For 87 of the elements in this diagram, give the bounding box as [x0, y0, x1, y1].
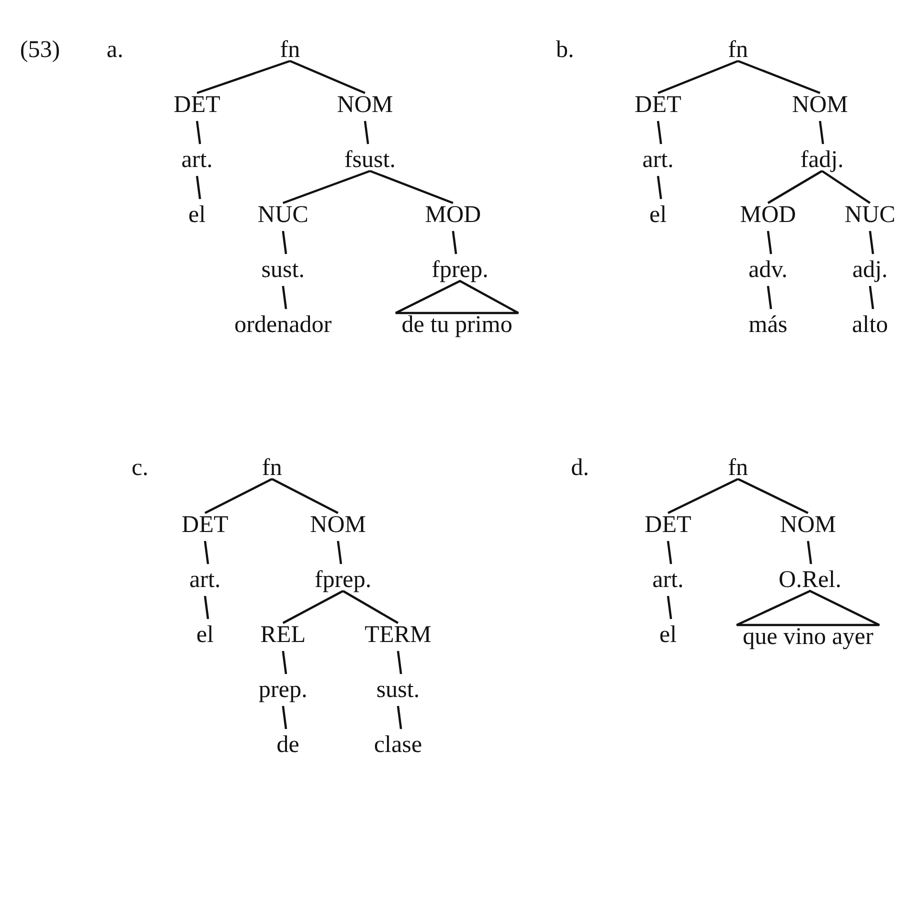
- tree-node-label: fsust.: [344, 147, 396, 173]
- tree-branch: [282, 650, 288, 674]
- tree-node-label: DET: [644, 512, 692, 538]
- tree-node-label: DET: [174, 92, 220, 118]
- tree-node-label: el: [196, 622, 214, 648]
- constituent-triangle: [394, 280, 520, 314]
- tree-branch: [336, 540, 342, 564]
- tree-branch: [868, 286, 874, 310]
- tree-branch: [282, 706, 288, 730]
- tree-branch: [658, 60, 738, 94]
- tree-node-label: fn: [262, 455, 282, 481]
- tree-branch: [282, 230, 288, 254]
- tree-branch: [272, 478, 338, 514]
- tree-branch: [452, 230, 458, 254]
- tree-node-label: adj.: [852, 257, 888, 283]
- panel-letter: d.: [571, 455, 589, 481]
- tree-node-label: art.: [189, 567, 221, 593]
- tree-node-label: art.: [652, 567, 684, 593]
- tree-branch: [282, 286, 288, 310]
- tree-node-label: alto: [852, 312, 888, 338]
- tree-branch: [204, 540, 210, 564]
- tree-node-label: DET: [182, 512, 228, 538]
- tree-branch: [196, 120, 202, 144]
- tree-node-label: NOM: [792, 92, 848, 118]
- tree-node-label: NOM: [337, 92, 393, 118]
- tree-node-label: fprep.: [432, 257, 488, 283]
- tree-node-label: art.: [642, 147, 674, 173]
- tree-node-label: el: [188, 202, 206, 228]
- tree-node-label: de tu primo: [402, 312, 512, 338]
- tree-branch: [396, 706, 402, 730]
- tree-node-label: NUC: [258, 202, 308, 228]
- tree-node-label: REL: [260, 622, 306, 648]
- tree-branch: [282, 590, 344, 624]
- tree-node-label: MOD: [740, 202, 796, 228]
- tree-node-label: fn: [728, 37, 748, 63]
- tree-node-label: clase: [374, 732, 422, 758]
- tree-branch: [396, 650, 402, 674]
- tree-node-label: O.Rel.: [778, 567, 842, 593]
- tree-branch: [196, 60, 290, 94]
- tree-branch: [282, 170, 370, 204]
- tree-node-label: de: [276, 732, 300, 758]
- tree-node-label: el: [659, 622, 677, 648]
- tree-node-label: que vino ayer: [742, 624, 874, 650]
- tree-branch: [666, 596, 672, 620]
- tree-branch: [738, 60, 820, 94]
- tree-branch: [666, 540, 672, 564]
- tree-node-label: sust.: [376, 677, 420, 703]
- tree-node-label: fprep.: [314, 567, 372, 593]
- tree-node-label: ordenador: [234, 312, 332, 338]
- tree-node-label: DET: [634, 92, 682, 118]
- tree-node-label: sust.: [261, 257, 305, 283]
- tree-branch: [767, 170, 823, 204]
- tree-node-label: MOD: [425, 202, 481, 228]
- tree-branch: [204, 596, 210, 620]
- tree-node-label: más: [748, 312, 788, 338]
- tree-node-label: fn: [280, 37, 300, 63]
- example-number: (53): [20, 37, 60, 63]
- tree-node-label: el: [649, 202, 667, 228]
- panel-letter: c.: [132, 455, 148, 481]
- tree-branch: [656, 176, 662, 200]
- tree-branch: [818, 120, 824, 144]
- tree-branch: [656, 120, 662, 144]
- tree-branch: [342, 590, 399, 624]
- tree-node-label: NOM: [310, 512, 366, 538]
- tree-branch: [364, 120, 370, 144]
- tree-node-label: adv.: [748, 257, 788, 283]
- tree-branch: [868, 230, 874, 254]
- panel-letter: a.: [106, 37, 124, 63]
- tree-branch: [738, 478, 808, 514]
- tree-branch: [370, 170, 454, 204]
- tree-branch: [196, 176, 202, 200]
- tree-node-label: fn: [728, 455, 748, 481]
- tree-branch: [290, 60, 366, 94]
- tree-node-label: prep.: [258, 677, 308, 703]
- panel-letter: b.: [556, 37, 574, 63]
- tree-node-label: TERM: [364, 622, 432, 648]
- tree-node-label: fadj.: [800, 147, 844, 173]
- tree-node-label: NUC: [844, 202, 896, 228]
- tree-node-label: art.: [181, 147, 213, 173]
- tree-branch: [821, 170, 871, 204]
- tree-branch: [204, 478, 272, 514]
- tree-branch: [766, 286, 772, 310]
- constituent-triangle: [736, 590, 880, 626]
- tree-branch: [766, 230, 772, 254]
- tree-node-label: NOM: [780, 512, 836, 538]
- tree-branch: [806, 540, 812, 564]
- tree-branch: [668, 478, 738, 514]
